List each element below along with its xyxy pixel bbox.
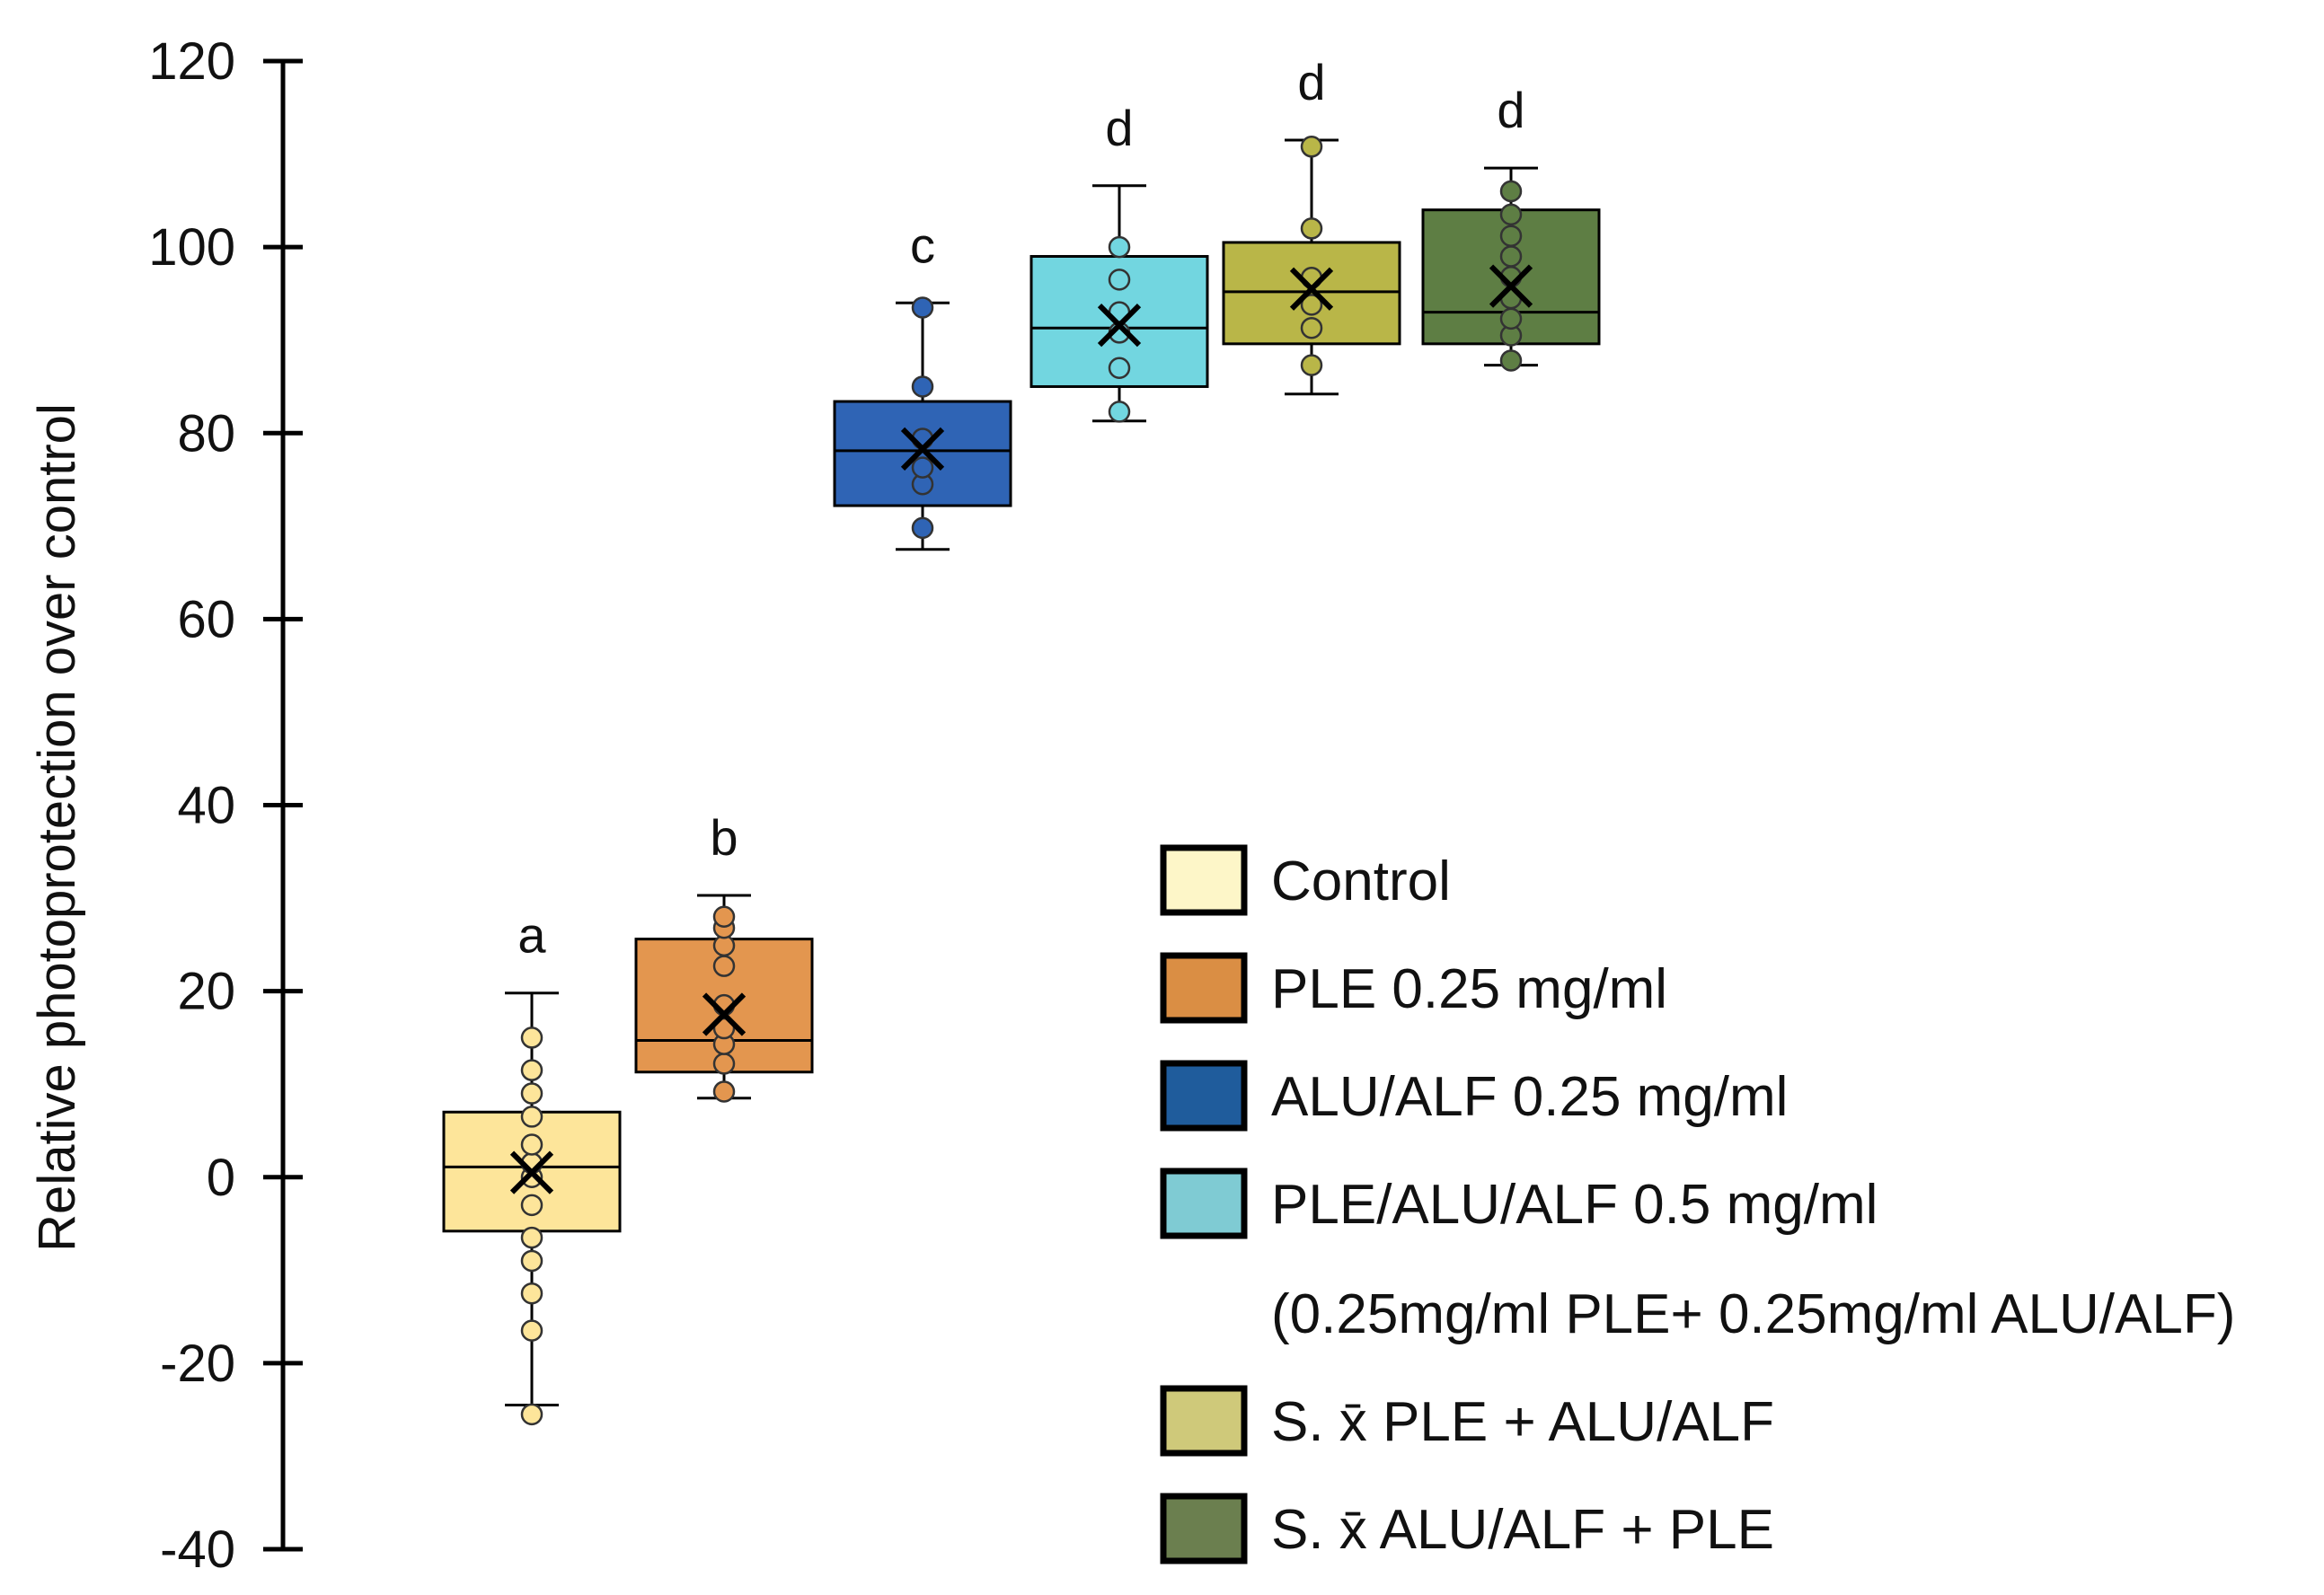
- y-tick-label: 0: [207, 1149, 235, 1207]
- y-tick-label: 40: [177, 777, 235, 835]
- data-point: [520, 1403, 543, 1426]
- box-group: a: [442, 907, 622, 1426]
- box-group: d: [1421, 82, 1601, 372]
- data-point: [1300, 217, 1323, 240]
- y-tick-label: 80: [177, 404, 235, 463]
- data-point: [1108, 235, 1131, 259]
- data-point: [1499, 349, 1523, 372]
- legend-swatch: [1160, 952, 1248, 1024]
- data-point: [712, 1017, 736, 1040]
- data-point: [520, 1027, 543, 1049]
- y-axis: -40 -20 0 20 40 60 80 100 120: [148, 32, 303, 1579]
- data-point: [1300, 354, 1323, 376]
- box-group: d: [1222, 54, 1401, 396]
- y-tick-label: 120: [148, 32, 235, 91]
- data-point: [1108, 269, 1131, 291]
- data-point: [520, 1226, 543, 1249]
- data-point: [1499, 203, 1523, 226]
- data-point: [1300, 316, 1323, 339]
- data-point: [520, 1249, 543, 1273]
- legend-label: PLE/ALU/ALF 0.5 mg/ml: [1271, 1174, 1878, 1236]
- data-point: [520, 1106, 543, 1128]
- y-tick-label: 100: [148, 218, 235, 277]
- significance-label: d: [1105, 100, 1133, 156]
- significance-label: b: [710, 809, 738, 866]
- y-tick-label: -40: [160, 1520, 235, 1579]
- box-group: b: [634, 809, 814, 1103]
- legend-swatch: [1160, 1385, 1248, 1457]
- y-tick-label: 20: [177, 963, 235, 1021]
- data-point: [1499, 225, 1523, 247]
- data-point: [712, 905, 736, 929]
- data-point: [520, 1082, 543, 1105]
- data-point: [520, 1282, 543, 1305]
- legend-swatch: [1160, 1493, 1248, 1564]
- legend-label: PLE 0.25 mg/ml: [1271, 958, 1667, 1020]
- mean-marker: [509, 1150, 554, 1194]
- box-group: d: [1029, 100, 1209, 423]
- data-point: [520, 1194, 543, 1217]
- legend-label: ALU/ALF 0.25 mg/ml: [1271, 1066, 1788, 1128]
- data-point: [1499, 245, 1523, 268]
- data-point: [520, 1133, 543, 1156]
- mean-marker: [1489, 264, 1533, 308]
- y-tick-label: -20: [160, 1335, 235, 1393]
- legend-swatch: [1160, 844, 1248, 916]
- data-point: [712, 1053, 736, 1075]
- mean-marker: [1289, 267, 1334, 311]
- significance-label: d: [1297, 54, 1325, 110]
- data-point: [911, 456, 934, 479]
- significance-label: d: [1497, 82, 1524, 138]
- data-point: [712, 1080, 736, 1103]
- box-group: c: [833, 216, 1012, 551]
- data-point: [1300, 294, 1323, 316]
- legend-label: Control: [1271, 850, 1451, 912]
- y-tick-label: 60: [177, 590, 235, 648]
- data-point: [712, 955, 736, 977]
- data-point: [911, 375, 934, 398]
- significance-label: a: [517, 907, 546, 964]
- data-point: [911, 516, 934, 540]
- data-point: [520, 1319, 543, 1342]
- box-series-group: a b c d d d: [442, 54, 1601, 1426]
- data-point: [1499, 307, 1523, 330]
- data-point: [520, 1059, 543, 1081]
- data-point: [1108, 401, 1131, 423]
- data-point: [911, 296, 934, 319]
- mean-marker: [1097, 303, 1142, 348]
- legend-label: S. x̄ PLE + ALU/ALF: [1271, 1391, 1774, 1453]
- data-point: [1499, 180, 1523, 203]
- mean-marker: [900, 427, 945, 471]
- legend-label: S. x̄ ALU/ALF + PLE: [1271, 1499, 1774, 1561]
- significance-label: c: [910, 216, 935, 273]
- legend-note: (0.25mg/ml PLE+ 0.25mg/ml ALU/ALF): [1271, 1283, 2235, 1345]
- legend-swatch: [1160, 1060, 1248, 1132]
- data-point: [1108, 357, 1131, 380]
- y-axis-title: Relative photoprotection over control: [28, 403, 86, 1252]
- legend-swatch: [1160, 1168, 1248, 1239]
- data-point: [1300, 136, 1323, 158]
- mean-marker: [702, 992, 747, 1036]
